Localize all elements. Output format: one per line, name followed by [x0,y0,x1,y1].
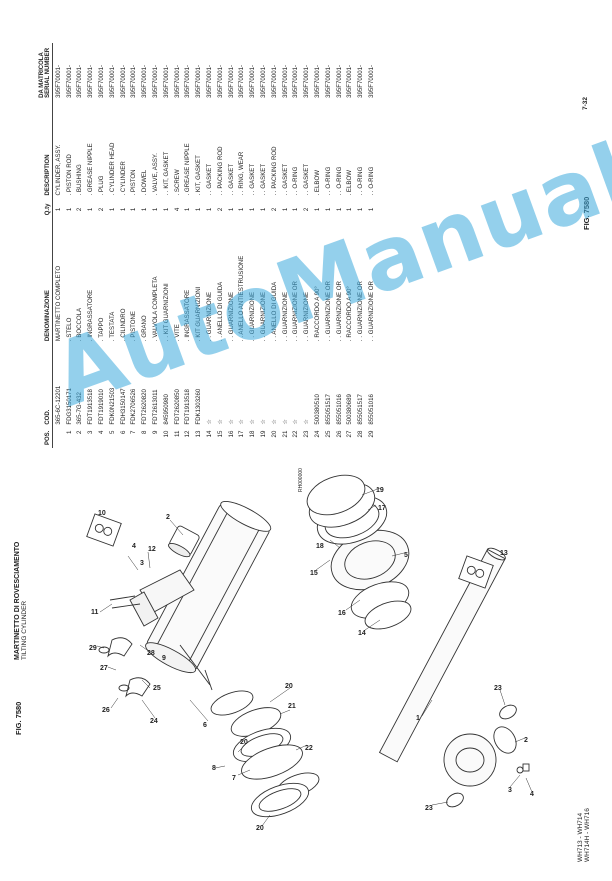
callout-16: 16 [338,610,346,617]
callout-11: 11 [91,609,99,616]
callout-3-upper: 3 [140,560,144,567]
callout-29: 29 [89,645,97,652]
callout-13: 13 [500,550,508,557]
callout-23-upper: 23 [494,685,502,692]
callout-28: 28 [147,650,155,657]
callout-17: 17 [378,505,386,512]
callout-9: 9 [162,655,166,662]
piston-rod [378,547,506,763]
callout-12: 12 [148,546,156,553]
callout-8: 8 [212,765,216,772]
callout-24: 24 [150,718,158,725]
kit-box-13 [458,555,494,589]
callout-20-lower: 20 [256,825,264,832]
callout-6: 6 [203,722,207,729]
cylinder-body [145,501,272,674]
callout-15: 15 [310,570,318,577]
callout-20-upper: 20 [240,739,248,746]
callout-21: 21 [288,703,296,710]
callout-2-upper: 2 [166,514,170,521]
callout-20-mid: 20 [285,683,293,690]
callout-2-lower: 2 [524,737,528,744]
callout-5: 5 [404,552,408,559]
callout-10: 10 [98,510,106,517]
callout-26: 26 [102,707,110,714]
callout-4-upper: 4 [132,543,136,550]
kit-box-10 [86,513,122,547]
callout-27: 27 [100,665,108,672]
callout-25: 25 [153,685,161,692]
callout-22: 22 [305,745,313,752]
callout-19: 19 [376,487,384,494]
callout-3-lower: 3 [508,787,512,794]
callout-23-lower: 23 [425,805,433,812]
callout-1: 1 [416,715,420,722]
callout-4-lower: 4 [530,791,534,798]
callout-18: 18 [316,543,324,550]
callout-7: 7 [232,775,236,782]
callout-14: 14 [358,630,366,637]
